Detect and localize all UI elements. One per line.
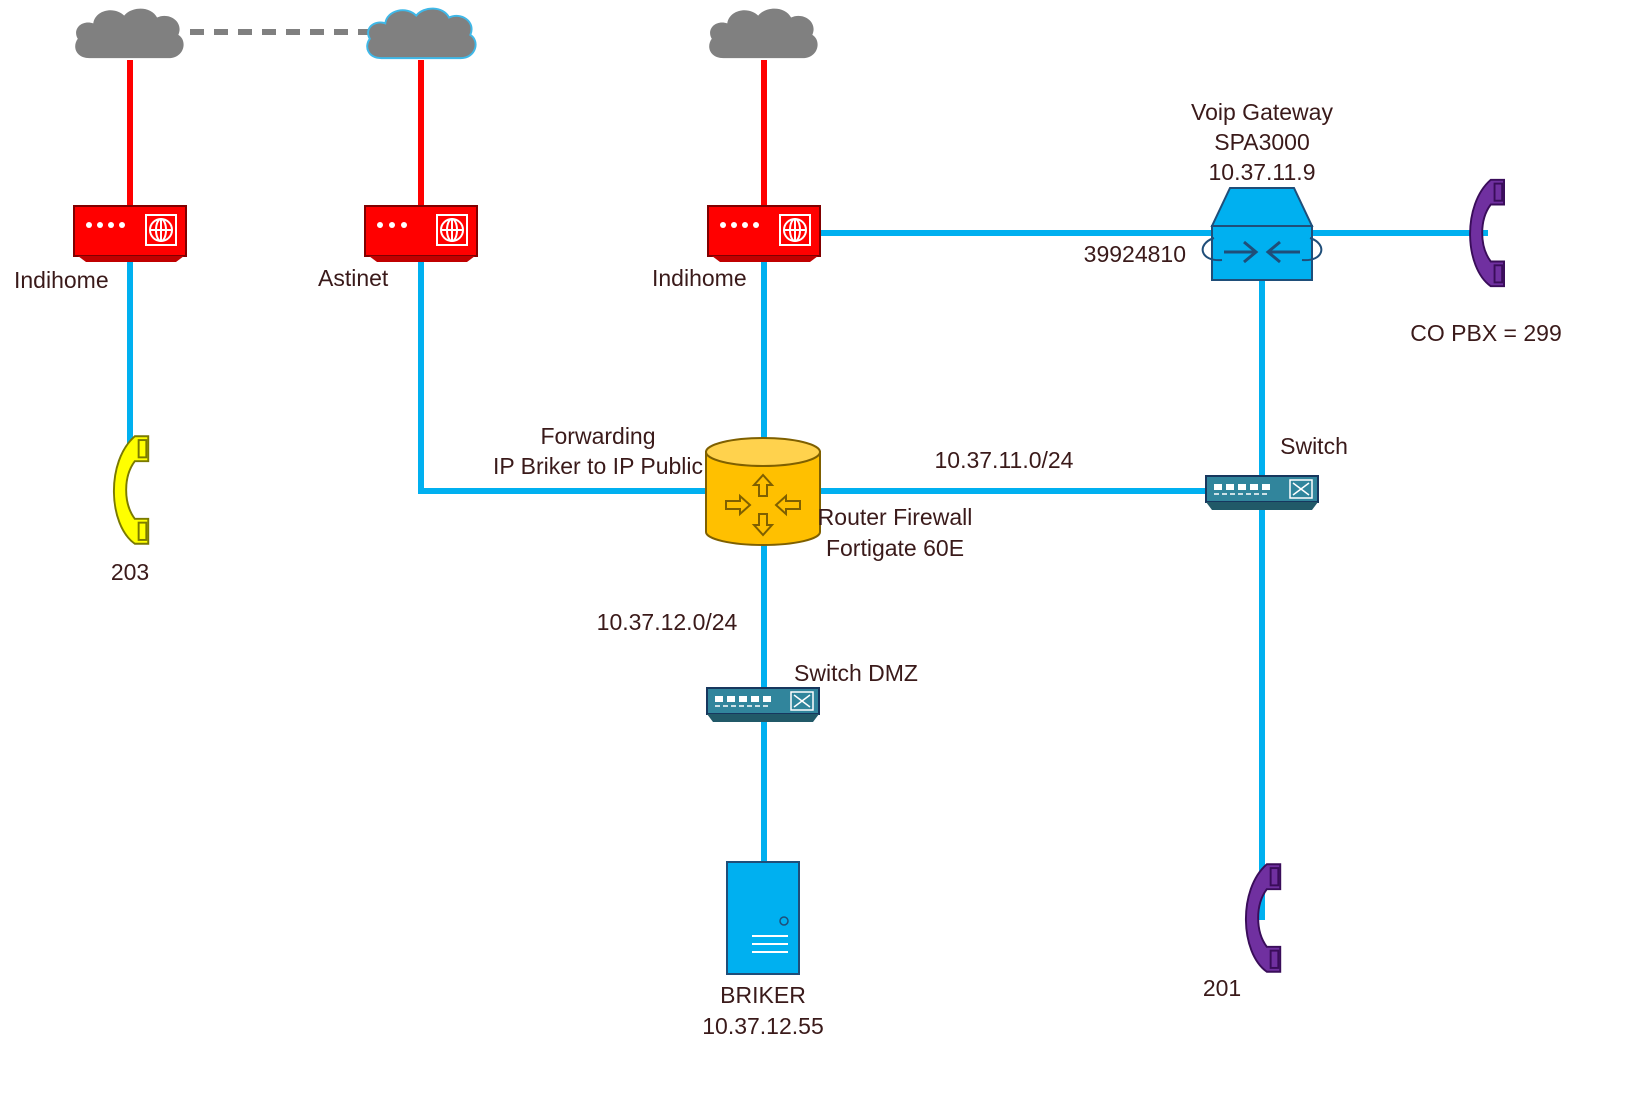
trunk-number-label: 39924810 [1084, 241, 1186, 267]
isp-router-indihome-left: Indihome [14, 205, 187, 293]
server-briker: BRIKER 10.37.12.55 [702, 861, 824, 1039]
router-firewall: Router Firewall Fortigate 60E [705, 437, 973, 561]
server-briker-name: BRIKER [720, 982, 806, 1008]
router-firewall-name: Router Firewall [818, 504, 973, 530]
cloud-icon [75, 8, 184, 59]
voip-gateway-icon [1201, 187, 1323, 281]
cloud-icon [366, 7, 477, 60]
switch-icon [1205, 475, 1319, 510]
voip-gateway: Voip Gateway SPA3000 10.37.11.9 [1191, 99, 1333, 281]
forwarding-label-line2: IP Briker to IP Public [493, 453, 703, 479]
phone-203-label: 203 [111, 559, 149, 585]
isp-astinet-label: Astinet [318, 265, 389, 291]
cables [127, 29, 1488, 920]
lan-link-astinet-firewall [418, 262, 712, 494]
switch-main: Switch [1205, 433, 1348, 510]
cloud-icon [709, 8, 818, 59]
phone-co-pbx: CO PBX = 299 [1410, 178, 1562, 346]
router-icon [364, 205, 478, 262]
subnet-lan-label: 10.37.11.0/24 [935, 447, 1074, 473]
server-briker-ip: 10.37.12.55 [702, 1013, 824, 1039]
phone-201: 201 [1203, 863, 1282, 1001]
forwarding-label-line1: Forwarding [540, 423, 655, 449]
switch-dmz: Switch DMZ [706, 660, 918, 722]
firewall-router-icon [705, 437, 821, 546]
phone-201-label: 201 [1203, 975, 1241, 1001]
switch-dmz-label: Switch DMZ [794, 660, 918, 686]
isp-router-astinet: Astinet [318, 205, 478, 291]
phone-icon [112, 435, 150, 545]
router-icon [707, 205, 821, 262]
isp-indihome-mid-label: Indihome [652, 265, 747, 291]
voip-gateway-name: Voip Gateway [1191, 99, 1333, 125]
switch-main-label: Switch [1280, 433, 1348, 459]
server-icon [726, 861, 800, 975]
isp-indihome-left-label: Indihome [14, 267, 109, 293]
voip-gateway-ip: 10.37.11.9 [1208, 159, 1315, 185]
subnet-dmz-label: 10.37.12.0/24 [597, 609, 738, 635]
isp-router-indihome-mid: Indihome [652, 205, 821, 291]
switch-icon [706, 687, 820, 722]
voip-gateway-model: SPA3000 [1214, 129, 1309, 155]
phone-co-pbx-label: CO PBX = 299 [1410, 320, 1562, 346]
router-firewall-model: Fortigate 60E [826, 535, 964, 561]
router-icon [73, 205, 187, 262]
phone-203: 203 [111, 435, 150, 585]
